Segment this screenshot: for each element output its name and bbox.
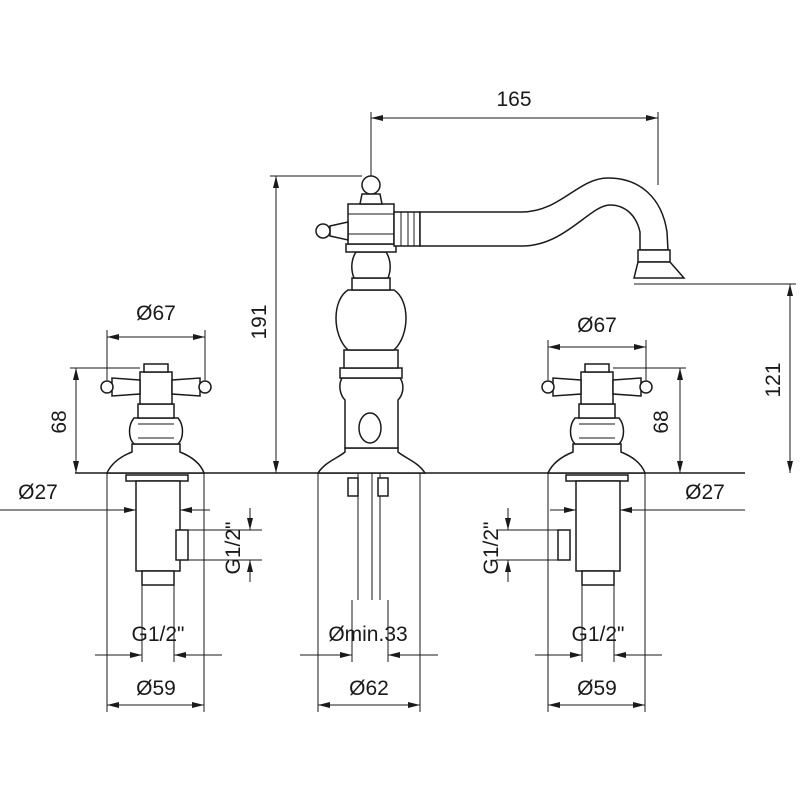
label-shank-diameter-left: Ø27 bbox=[18, 481, 58, 504]
dim-base-left bbox=[106, 473, 205, 712]
label-hole-min: Ømin.33 bbox=[328, 623, 407, 646]
spout-tailpiece bbox=[347, 473, 389, 600]
label-thread-bottom-left: G1/2" bbox=[132, 623, 185, 646]
label-valve-height-right: 68 bbox=[650, 410, 673, 433]
dim-shank-right bbox=[550, 507, 745, 513]
label-handle-diameter-left: Ø67 bbox=[136, 302, 176, 325]
dim-handle-right bbox=[547, 340, 647, 380]
dim-valve-right bbox=[613, 367, 686, 473]
label-handle-diameter-right: Ø67 bbox=[577, 314, 617, 337]
spout-body bbox=[315, 175, 427, 474]
dim-valve-left bbox=[70, 367, 140, 473]
label-base-right: Ø59 bbox=[577, 677, 617, 700]
label-spout-reach: 165 bbox=[496, 88, 531, 111]
dim-handle-left bbox=[106, 330, 206, 380]
dim-shank-left bbox=[0, 507, 210, 513]
left-valve bbox=[100, 363, 212, 586]
label-thread-side-left: G1/2" bbox=[222, 522, 245, 575]
dim-thread-side-left bbox=[188, 508, 262, 582]
dim-spout-reach bbox=[370, 112, 659, 185]
label-thread-bottom-right: G1/2" bbox=[572, 623, 625, 646]
dim-total-height bbox=[270, 175, 362, 473]
label-valve-height-left: 68 bbox=[48, 410, 71, 433]
dim-spout-height bbox=[684, 283, 796, 473]
label-shank-diameter-right: Ø27 bbox=[685, 481, 725, 504]
label-total-height: 191 bbox=[248, 304, 271, 339]
dim-hole-min bbox=[300, 600, 438, 662]
spout-arm bbox=[393, 177, 686, 285]
dim-base-right bbox=[547, 473, 646, 712]
label-spout-height: 121 bbox=[762, 362, 785, 397]
right-valve bbox=[541, 363, 653, 586]
label-base-left: Ø59 bbox=[136, 677, 176, 700]
lift-rod-knob bbox=[358, 412, 382, 444]
dim-thread-side-right bbox=[496, 508, 570, 582]
label-base-center: Ø62 bbox=[349, 677, 389, 700]
dim-thread-bottom-right bbox=[535, 585, 662, 662]
dim-base-center bbox=[317, 473, 421, 712]
label-thread-side-right: G1/2" bbox=[480, 522, 503, 575]
dim-thread-bottom-left bbox=[95, 585, 222, 662]
